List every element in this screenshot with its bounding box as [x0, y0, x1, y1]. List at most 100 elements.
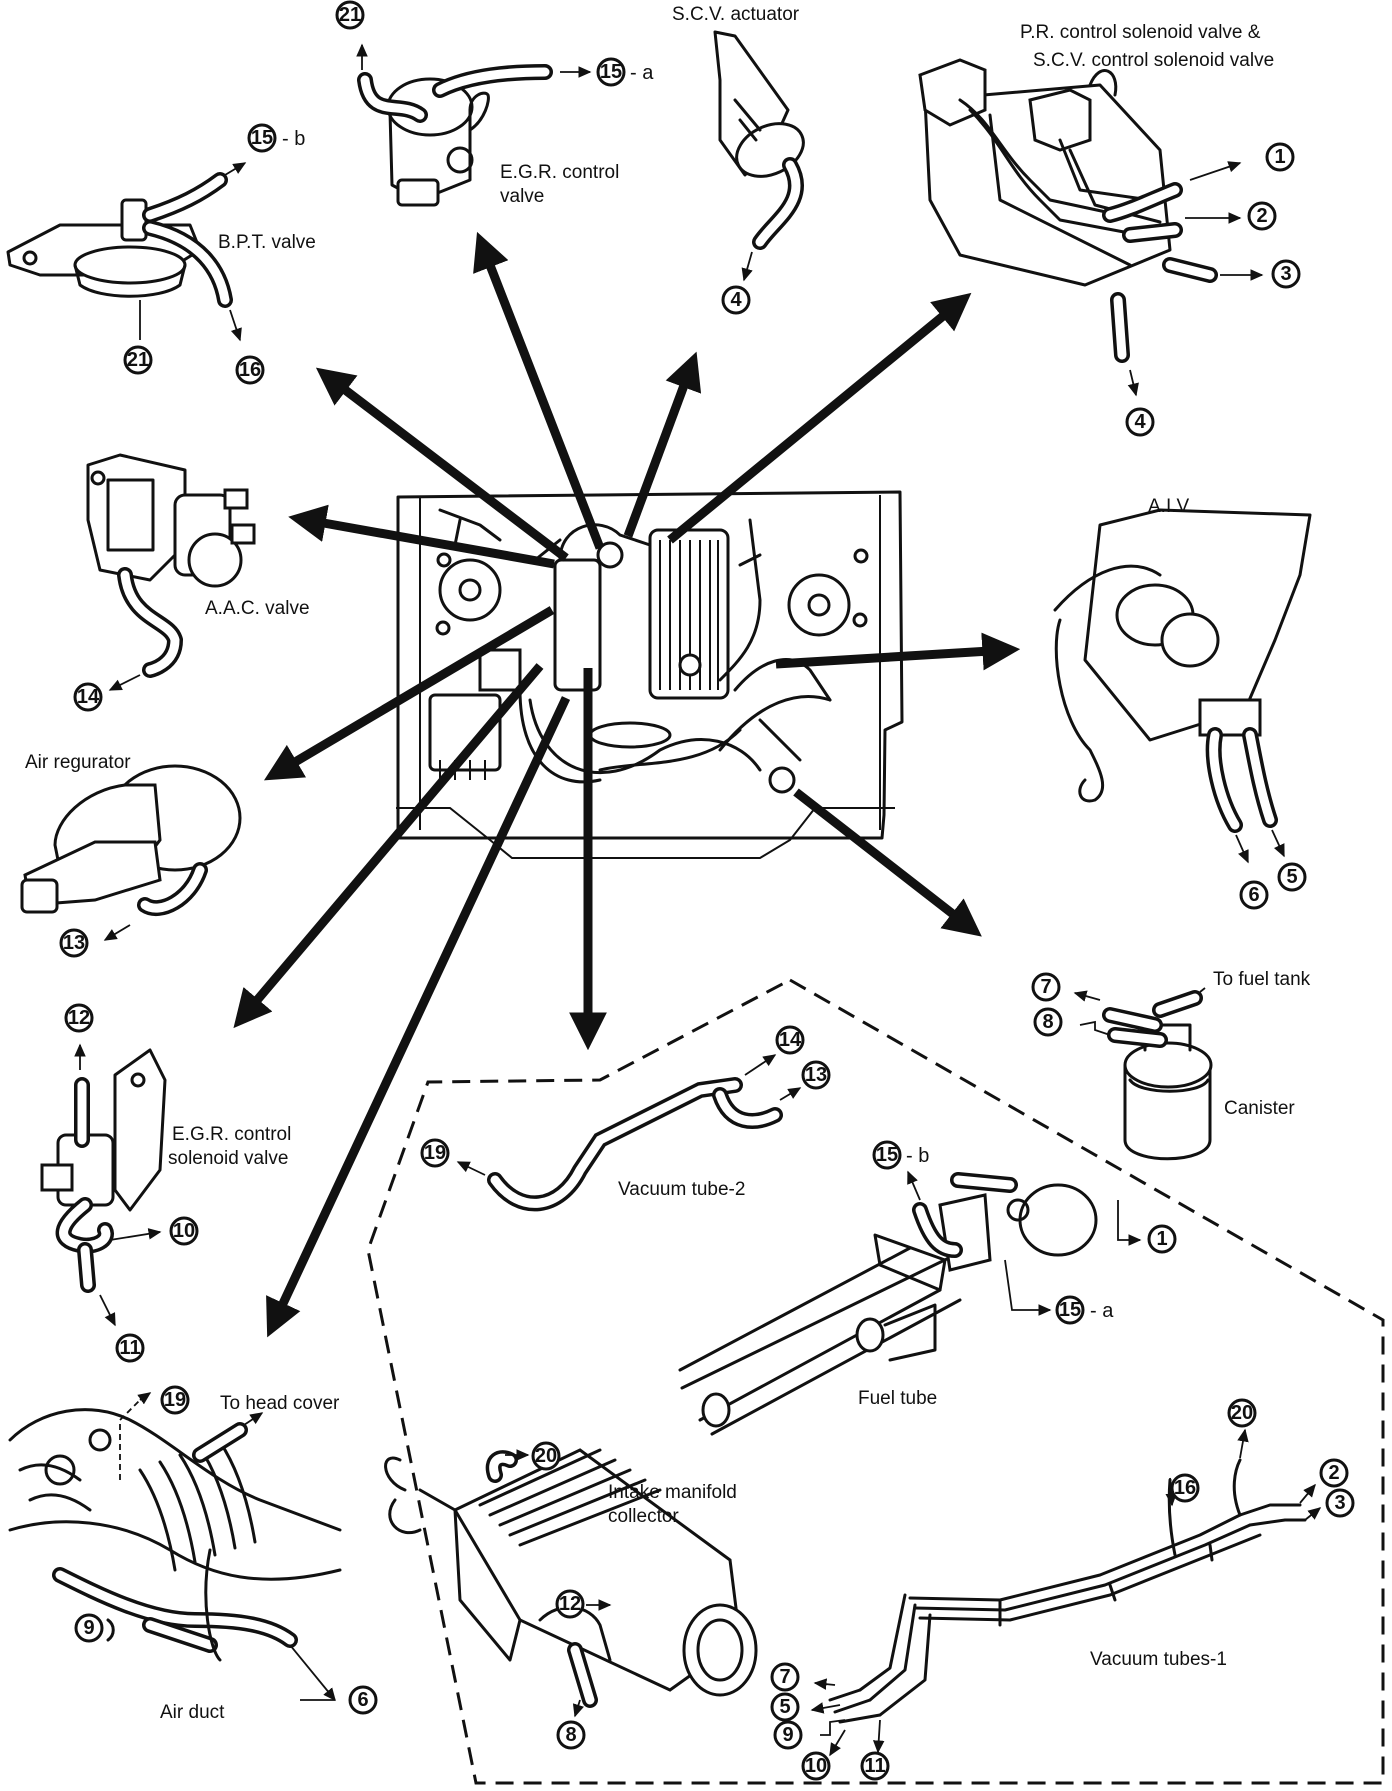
- marker-vt1-7: 7: [770, 1662, 800, 1692]
- air-regulator-part: [20, 764, 242, 941]
- label-vacuum-tubes-1: Vacuum tubes-1: [1090, 1649, 1227, 1670]
- svg-text:9: 9: [83, 1617, 94, 1639]
- svg-text:13: 13: [63, 932, 85, 954]
- marker-egrsol-10: 10: [169, 1216, 199, 1246]
- arrow-to-air-regulator: [263, 606, 555, 781]
- svg-text:14: 14: [779, 1029, 802, 1051]
- air-duct-part: [8, 1392, 342, 1702]
- svg-text:13: 13: [805, 1064, 827, 1086]
- marker-bpt-16: 16: [235, 355, 265, 385]
- inset-box-border: [366, 978, 1385, 1785]
- svg-text:8: 8: [1042, 1011, 1053, 1033]
- label-egr-solenoid-2: solenoid valve: [168, 1148, 288, 1169]
- arrow-to-aiv: [775, 632, 1021, 671]
- arrow-to-air-duct: [266, 696, 571, 1338]
- svg-text:1: 1: [1274, 146, 1285, 168]
- svg-text:9: 9: [782, 1724, 793, 1746]
- label-egr-solenoid-1: E.G.R. control: [172, 1124, 291, 1145]
- svg-text:12: 12: [559, 1593, 581, 1615]
- svg-text:- a: - a: [630, 62, 654, 84]
- engine-bay: [396, 490, 904, 859]
- pr-scv-solenoid-part: [918, 58, 1264, 397]
- arrow-to-aac-valve: [288, 504, 555, 569]
- svg-text:7: 7: [1040, 976, 1051, 998]
- label-canister: Canister: [1224, 1098, 1295, 1119]
- marker-egrsol-12: 12: [64, 1003, 94, 1033]
- svg-text:19: 19: [164, 1389, 186, 1411]
- canister-part: [1073, 987, 1213, 1161]
- label-egr-control-valve-1: E.G.R. control: [500, 162, 619, 183]
- svg-text:4: 4: [730, 289, 742, 311]
- svg-text:5: 5: [779, 1696, 790, 1718]
- aiv-part: [1053, 508, 1312, 864]
- bpt-valve-part: [6, 162, 247, 342]
- marker-pr-2: 2: [1247, 201, 1277, 231]
- marker-vt1-5: 5: [770, 1692, 800, 1722]
- marker-im-20: 20: [531, 1441, 561, 1471]
- svg-text:20: 20: [535, 1445, 557, 1467]
- svg-text:15: 15: [1059, 1299, 1081, 1321]
- svg-text:2: 2: [1328, 1462, 1339, 1484]
- marker-vt1-3: 3: [1325, 1488, 1355, 1518]
- arrow-to-bpt-valve: [315, 367, 569, 562]
- label-bpt-valve: B.P.T. valve: [218, 232, 316, 253]
- svg-text:21: 21: [127, 349, 149, 371]
- svg-text:16: 16: [239, 359, 261, 381]
- egr-solenoid-part: [40, 1043, 167, 1327]
- marker-pr-3: 3: [1271, 259, 1301, 289]
- marker-egr-15a: 15 - a: [596, 57, 654, 87]
- svg-text:15: 15: [876, 1144, 898, 1166]
- svg-text:- a: - a: [1090, 1300, 1114, 1322]
- label-intake-manifold-1: Intake manifold: [608, 1482, 737, 1503]
- svg-text:8: 8: [565, 1724, 576, 1746]
- svg-text:6: 6: [1248, 884, 1259, 906]
- marker-aac-14: 14: [73, 682, 103, 712]
- marker-ad-9: 9: [74, 1613, 104, 1643]
- marker-scv-4: 4: [721, 285, 751, 315]
- marker-aiv-6: 6: [1239, 880, 1269, 910]
- label-to-head-cover: To head cover: [220, 1393, 340, 1414]
- marker-ft-15b: 15 - b: [872, 1140, 929, 1170]
- arrow-to-pr-valve: [667, 292, 972, 544]
- svg-text:12: 12: [68, 1007, 90, 1029]
- marker-vt1-20: 20: [1227, 1398, 1257, 1428]
- svg-text:- b: - b: [282, 128, 305, 150]
- vacuum-tubes-1-part: [810, 1428, 1322, 1757]
- label-aac-valve: A.A.C. valve: [205, 598, 310, 619]
- svg-text:4: 4: [1134, 411, 1146, 433]
- marker-egr-21: 21: [335, 0, 365, 30]
- svg-text:15: 15: [600, 61, 622, 83]
- svg-text:21: 21: [339, 4, 361, 26]
- marker-im-8: 8: [556, 1720, 586, 1750]
- svg-text:14: 14: [77, 686, 100, 708]
- svg-text:16: 16: [1174, 1477, 1196, 1499]
- svg-text:- b: - b: [906, 1145, 929, 1167]
- marker-vt2-13: 13: [801, 1060, 831, 1090]
- vacuum-tube-2-part: [456, 1054, 802, 1212]
- marker-aiv-5: 5: [1277, 862, 1307, 892]
- marker-can-8: 8: [1033, 1007, 1063, 1037]
- marker-bpt-21: 21: [123, 345, 153, 375]
- marker-ft-1: 1: [1147, 1224, 1177, 1254]
- label-intake-manifold-2: collector: [608, 1506, 679, 1527]
- label-air-duct: Air duct: [160, 1702, 225, 1723]
- label-egr-control-valve-2: valve: [500, 186, 544, 207]
- arrow-to-canister: [793, 788, 982, 937]
- aac-valve-part: [86, 453, 256, 691]
- fuel-tube-part: [678, 1170, 1142, 1436]
- svg-text:7: 7: [779, 1666, 790, 1688]
- marker-vt1-2: 2: [1319, 1458, 1349, 1488]
- marker-vt1-9: 9: [773, 1720, 803, 1750]
- svg-text:15: 15: [251, 127, 273, 149]
- marker-hc-19: 19: [160, 1385, 190, 1415]
- marker-pr-1: 1: [1265, 142, 1295, 172]
- svg-text:1: 1: [1156, 1228, 1167, 1250]
- label-pr-valve-2: S.C.V. control solenoid valve: [1033, 50, 1274, 71]
- marker-bpt-15b: 15 - b: [247, 123, 305, 153]
- intake-manifold-part: [384, 1448, 758, 1718]
- svg-text:3: 3: [1280, 263, 1291, 285]
- marker-vt2-19: 19: [420, 1138, 450, 1168]
- pointer-arrows: [233, 231, 1021, 1338]
